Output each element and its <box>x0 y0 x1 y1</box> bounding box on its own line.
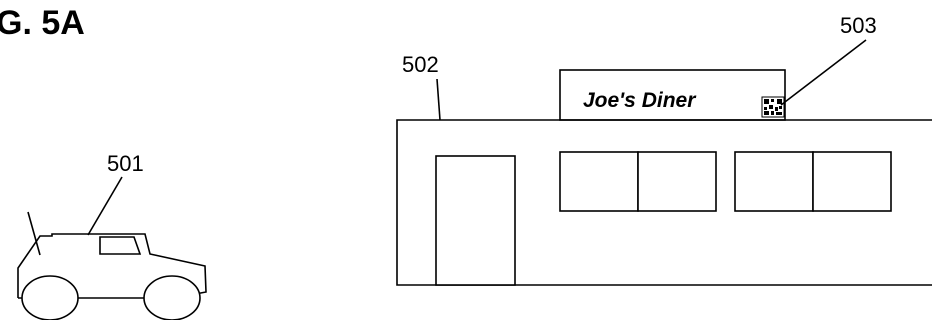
vehicle-window <box>99 236 142 255</box>
label-502: 502 <box>402 52 439 77</box>
vehicle-front-wheel <box>21 275 79 320</box>
vehicle-antenna <box>27 211 41 256</box>
figure-title: G. 5A <box>0 4 85 42</box>
leader-503 <box>780 39 867 106</box>
diner-sign-text: Joe's Diner <box>583 89 697 112</box>
building-window-3 <box>734 151 814 212</box>
leader-502 <box>436 78 441 121</box>
building-window-1 <box>559 151 639 212</box>
label-503: 503 <box>840 13 877 38</box>
building-window-4 <box>812 151 892 212</box>
building-door <box>435 155 516 286</box>
qr-code-icon <box>761 96 785 118</box>
leader-501 <box>87 176 123 236</box>
vehicle-rear-wheel <box>143 275 201 320</box>
diner-sign <box>559 69 786 121</box>
vehicle-drawing <box>17 211 207 320</box>
label-501: 501 <box>107 151 144 176</box>
building-window-2 <box>637 151 717 212</box>
building-drawing: Joe's Diner <box>396 69 932 286</box>
building-facade <box>396 119 932 286</box>
